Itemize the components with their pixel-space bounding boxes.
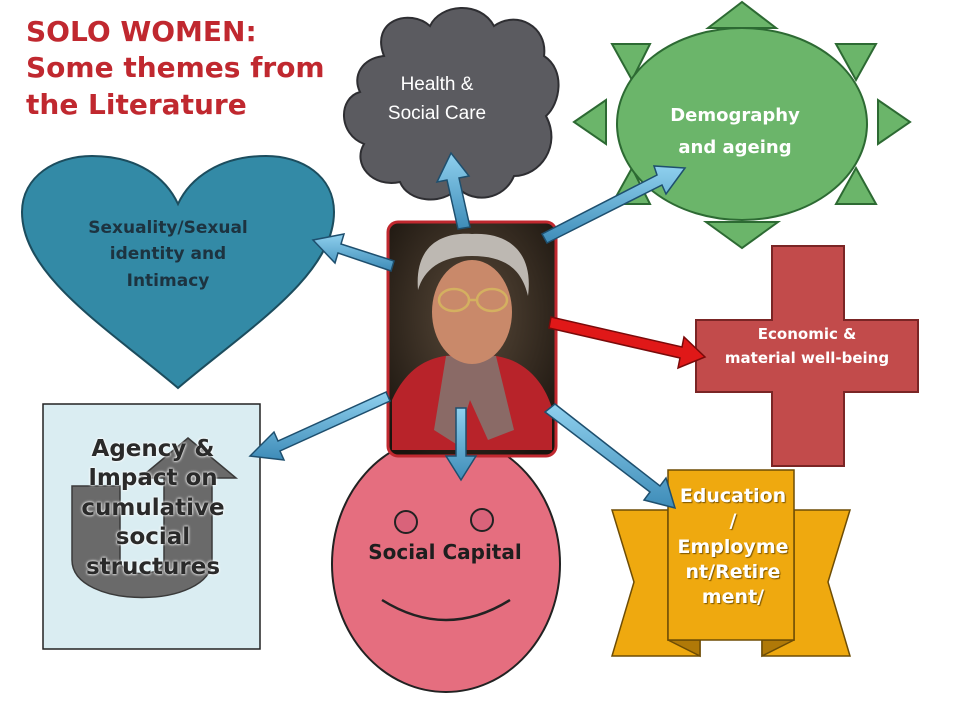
health-label-line-1: Health & bbox=[400, 74, 474, 95]
connector-arrows bbox=[248, 151, 707, 510]
education-label-line-4: nt/Retire bbox=[685, 560, 781, 583]
health-label-line-2: Social Care bbox=[387, 103, 487, 125]
arrow-to-demography bbox=[540, 165, 687, 244]
arrow-to-sexuality bbox=[311, 233, 395, 272]
social-capital-label: Social Capital bbox=[368, 540, 522, 564]
economic-label-line-2: material well-being bbox=[724, 349, 890, 367]
economic-label: Economic & material well-being bbox=[696, 322, 918, 370]
title-line-2: Some themes from bbox=[26, 51, 325, 85]
agency-label-line-1: Agency & bbox=[91, 436, 215, 462]
right-eye-icon bbox=[470, 508, 494, 532]
title-line-1: SOLO WOMEN: bbox=[26, 15, 257, 48]
agency-box bbox=[42, 403, 261, 650]
center-photo bbox=[386, 220, 558, 458]
economic-cross bbox=[695, 245, 919, 467]
sexuality-label: Sexuality/Sexual identity and Intimacy bbox=[48, 215, 288, 294]
scarf bbox=[434, 356, 514, 444]
smile-mouth bbox=[381, 598, 511, 622]
education-label-line-2: / bbox=[729, 510, 737, 533]
health-cloud bbox=[343, 7, 560, 201]
sexuality-label-line-2: identity and bbox=[109, 244, 227, 265]
title-line-3: the Literature bbox=[26, 87, 247, 121]
sexuality-label-line-3: Intimacy bbox=[126, 270, 210, 291]
social-capital-smiley bbox=[331, 435, 561, 693]
arrow-to-social-capital bbox=[444, 407, 478, 482]
economic-label-line-1: Economic & bbox=[757, 325, 857, 343]
demography-label-line-1: Demography bbox=[670, 105, 800, 126]
agency-label-line-3: cumulative bbox=[81, 494, 225, 521]
demography-label-line-2: and ageing bbox=[678, 136, 792, 158]
left-eye-icon bbox=[394, 510, 418, 534]
u-turn-arrow-icon bbox=[71, 437, 239, 599]
education-label-line-5: ment/ bbox=[701, 586, 765, 609]
arrow-to-education bbox=[543, 403, 677, 510]
glasses-icon bbox=[437, 287, 509, 313]
education-label: Education / Employme nt/Retire ment/ bbox=[672, 484, 794, 610]
demography-label: Demography and ageing bbox=[620, 100, 850, 163]
education-label-line-3: Employme bbox=[677, 535, 789, 558]
education-label-line-1: Education bbox=[679, 485, 787, 507]
page-title: SOLO WOMEN: Some themes from the Literat… bbox=[26, 14, 346, 123]
arrow-to-health bbox=[435, 151, 471, 230]
face bbox=[432, 260, 512, 364]
agency-label-line-2: Impact on bbox=[88, 465, 218, 492]
arrow-to-agency bbox=[248, 391, 391, 461]
arrow-to-economic bbox=[548, 316, 707, 370]
agency-label: Agency & Impact on cumulative social str… bbox=[44, 435, 262, 582]
hair bbox=[417, 233, 529, 296]
agency-label-line-4: social bbox=[115, 524, 191, 551]
sexuality-label-line-1: Sexuality/Sexual bbox=[88, 218, 248, 238]
agency-label-line-5: structures bbox=[85, 553, 221, 580]
health-label: Health & Social Care bbox=[352, 70, 522, 129]
education-ribbon bbox=[610, 469, 852, 658]
